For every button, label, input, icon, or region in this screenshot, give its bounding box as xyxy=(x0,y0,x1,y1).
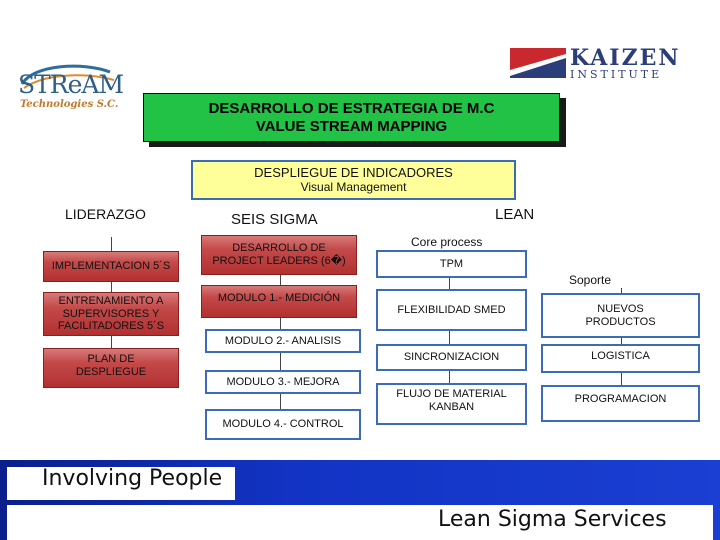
stream-wordmark: STReAM xyxy=(18,70,124,99)
kaizen-subtitle: INSTITUTE xyxy=(570,68,663,81)
stream-swoosh-icon xyxy=(20,64,115,89)
title-line-1: DESARROLLO DE ESTRATEGIA DE M.C xyxy=(208,100,495,118)
stream-subtitle: Technologies S.C. xyxy=(20,99,119,110)
liderazgo-item-implementacion: IMPLEMENTACION 5´S xyxy=(43,251,179,282)
seis-sigma-item-mejora: MODULO 3.- MEJORA xyxy=(205,370,361,394)
lean-support-item-programacion: PROGRAMACION xyxy=(541,385,700,422)
lean-core-item-tpm: TPM xyxy=(376,250,527,278)
indicators-box: DESPLIEGUE DE INDICADORES Visual Managem… xyxy=(191,160,516,200)
footer-brand-box xyxy=(7,505,713,540)
liderazgo-item-plan: PLAN DE DESPLIEGUE xyxy=(43,348,179,388)
indicators-line-1: DESPLIEGUE DE INDICADORES xyxy=(254,164,453,180)
title-line-2: VALUE STREAM MAPPING xyxy=(255,117,448,135)
seis-sigma-item-control: MODULO 4.- CONTROL xyxy=(205,409,361,440)
seis-sigma-item-analisis: MODULO 2.- ANALISIS xyxy=(205,329,361,353)
stream-logo: STReAM Technologies S.C. xyxy=(14,62,124,114)
kaizen-flag-icon xyxy=(510,48,566,78)
lean-support-item-logistica: LOGISTICA xyxy=(541,344,700,373)
footer-brand: Lean Sigma Services xyxy=(438,507,667,532)
kaizen-logo: KAIZEN INSTITUTE xyxy=(510,45,692,81)
lean-core-item-kanban: FLUJO DE MATERIAL KANBAN xyxy=(376,383,527,425)
lean-heading: LEAN xyxy=(495,206,535,223)
lean-core-item-sincronizacion: SINCRONIZACION xyxy=(376,344,527,371)
seis-sigma-item-medicion: MODULO 1.- MEDICIÓN xyxy=(201,285,357,318)
lean-support-item-nuevos-productos: NUEVOS PRODUCTOS xyxy=(541,293,700,338)
title-box: DESARROLLO DE ESTRATEGIA DE M.C VALUE ST… xyxy=(143,93,560,142)
core-process-label: Core process xyxy=(411,235,483,249)
seis-sigma-item-project-leaders: DESARROLLO DE PROJECT LEADERS (6�) xyxy=(201,235,357,275)
footer-tagline-box xyxy=(7,467,235,500)
indicators-line-2: Visual Management xyxy=(300,179,407,194)
lean-support-connector xyxy=(621,288,622,395)
seis-sigma-heading: SEIS SIGMA xyxy=(231,211,318,228)
kaizen-wordmark: KAIZEN xyxy=(570,45,681,71)
liderazgo-item-entrenamiento: ENTRENAMIENTO A SUPERVISORES Y FACILITAD… xyxy=(43,292,179,336)
footer-tagline: Involving People xyxy=(42,466,223,491)
lean-core-item-smed: FLEXIBILIDAD SMED xyxy=(376,289,527,331)
liderazgo-heading: LIDERAZGO xyxy=(65,206,146,222)
support-label: Soporte xyxy=(569,273,612,287)
